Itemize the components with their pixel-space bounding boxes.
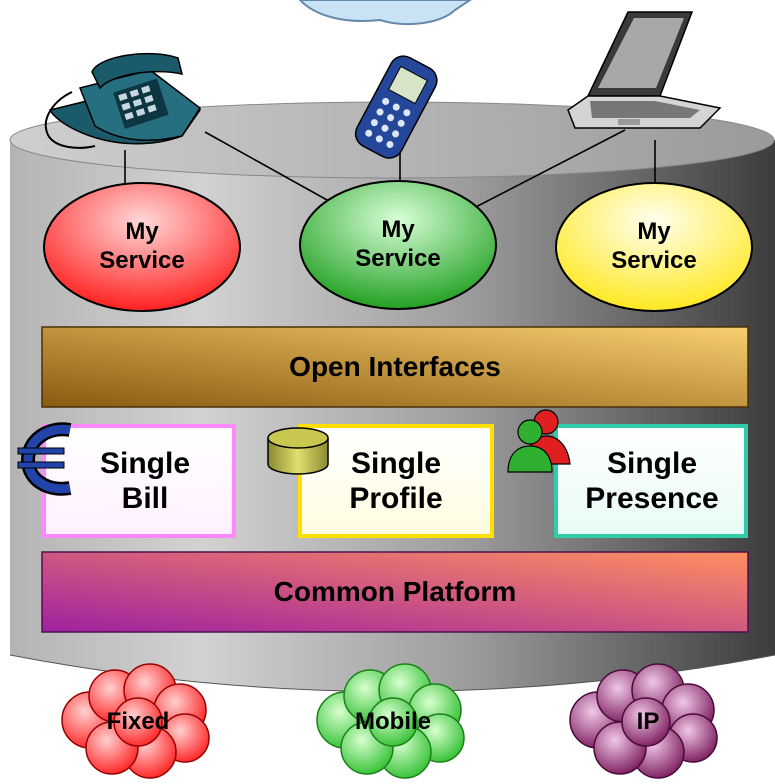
network-label-ip: IP [636,708,660,735]
network-cloud-mobile [316,663,465,779]
service-label-red: My Service [72,218,212,276]
network-label-fixed: Fixed [106,708,170,735]
users-icon [507,409,571,473]
telephone-icon [44,52,202,149]
single-profile-box [298,424,494,538]
service-label-line2: Service [99,246,185,274]
single-bill-line2: Bill [121,482,169,516]
service-node-green [299,180,497,310]
network-label-mobile: Mobile [355,708,431,735]
single-profile-label: Single Profile [310,446,482,517]
laptop-icon [567,11,722,129]
single-bill-label: Single Bill [60,446,230,517]
open-interfaces-bar [41,326,749,408]
network-cloud-ip [569,663,718,779]
database-icon [267,427,329,475]
euro-icon [17,422,72,496]
service-label-line2: Service [611,246,697,274]
service-label-green: My Service [328,216,468,274]
single-presence-line2: Presence [585,482,719,516]
single-profile-line2: Profile [349,482,443,516]
single-bill-box [42,424,236,538]
single-presence-label: Single Presence [560,446,744,517]
service-label-line2: Service [355,244,441,272]
open-interfaces-label: Open Interfaces [289,351,501,382]
common-platform-bar [41,551,749,633]
service-label-line1: My [381,216,415,243]
service-label-line1: My [125,218,159,245]
network-cloud-fixed [61,663,210,779]
service-label-yellow: My Service [584,218,724,276]
top-cloud-fragment [298,0,472,26]
service-node-red [43,182,241,312]
mobile-phone-icon [354,55,438,159]
single-profile-line1: Single [350,447,441,480]
service-label-line1: My [637,218,671,245]
common-platform-label: Common Platform [273,576,517,607]
single-presence-line1: Single [606,447,697,480]
single-presence-box [554,424,748,538]
single-bill-line1: Single [99,447,190,480]
service-node-yellow [555,182,753,312]
